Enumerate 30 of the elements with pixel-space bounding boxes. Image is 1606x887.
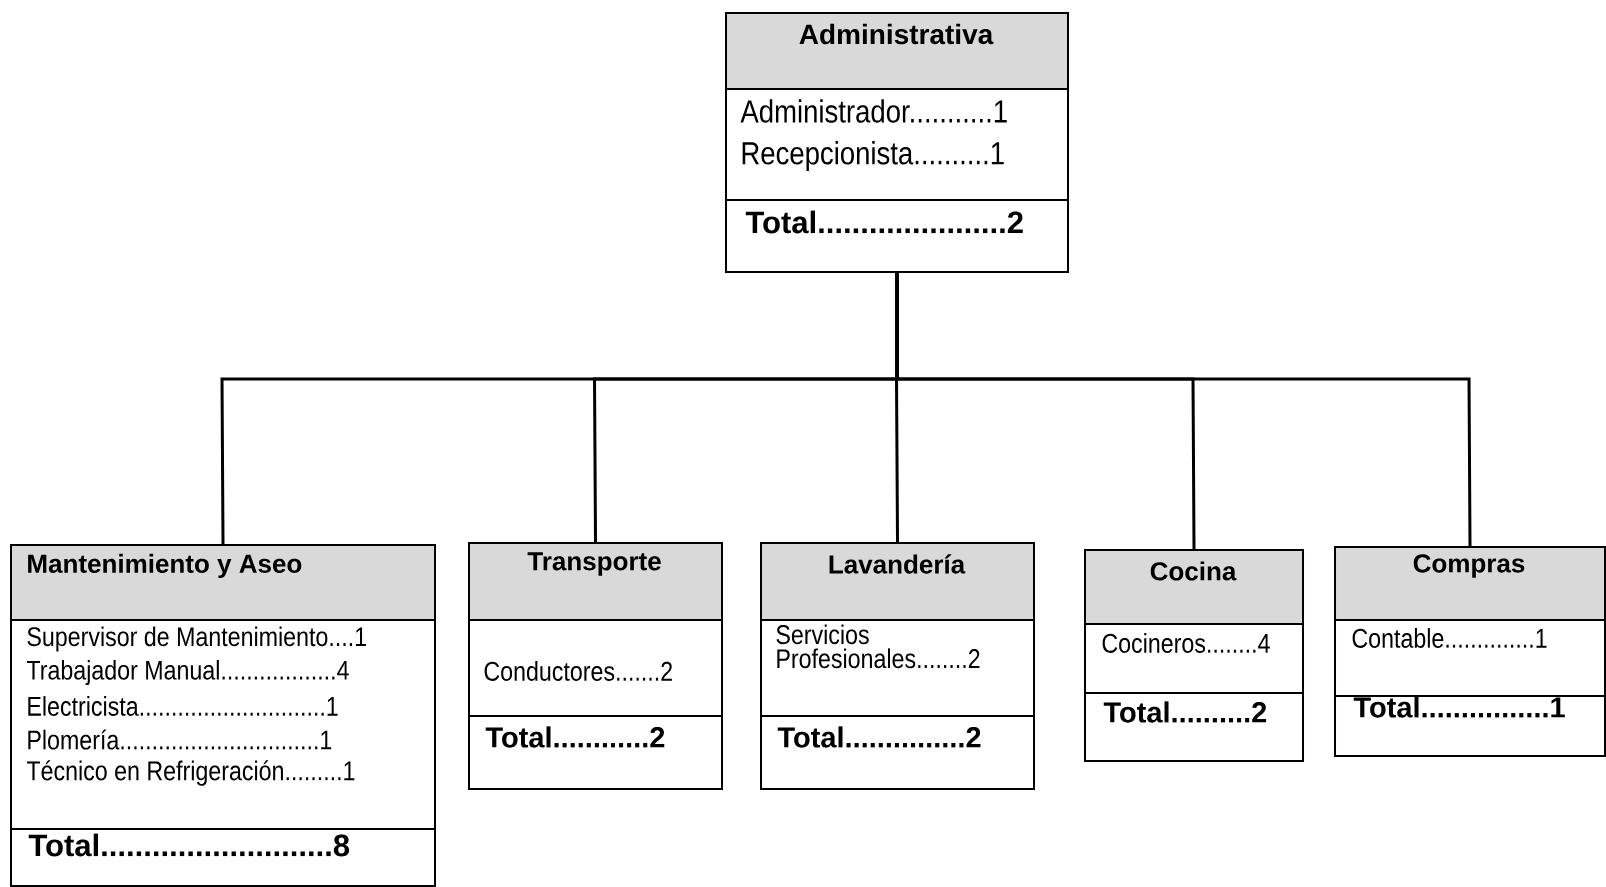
department-box [1083,549,1304,762]
staff-line: Electricista.............................1 [28,696,338,716]
department-name: Mantenimiento y Aseo [28,553,302,579]
staff-line: Conductores.......2 [484,661,672,681]
staff-line: Contable..............1 [1352,628,1547,648]
staff-line: Cocineros........4 [1102,633,1270,653]
total-line: Total............2 [485,726,665,748]
staff-line: Servicios Profesionales........2 [776,624,980,669]
department-box [467,542,723,790]
staff-line: Trabajador Manual..................4 [26,659,349,686]
total-line: Total..........2 [1103,701,1267,723]
department-name: Compras [1413,554,1525,578]
total-line: Total................1 [1353,696,1565,718]
staff-line: Administrador...........1 [740,99,1007,123]
total-line: Total...............2 [777,726,981,748]
department-box [9,544,436,887]
total-line: Total......................2 [745,210,1023,234]
department-box [759,542,1035,790]
department-name: Transporte [527,552,661,576]
department-name: Lavandería [829,554,966,574]
department-box [1333,546,1606,757]
staff-line: Técnico en Refrigeración.........1 [26,760,355,786]
total-line: Total...........................8 [28,833,350,857]
staff-line: Plomería...............................1 [28,729,332,750]
department-name: Administrativa [799,23,994,45]
connector-line [895,273,1472,546]
staff-line: Supervisor de Mantenimiento....1 [27,626,366,652]
staff-line: Recepcionista..........1 [742,141,1004,171]
department-name: Cocina [1150,561,1237,581]
department-box [724,12,1069,273]
